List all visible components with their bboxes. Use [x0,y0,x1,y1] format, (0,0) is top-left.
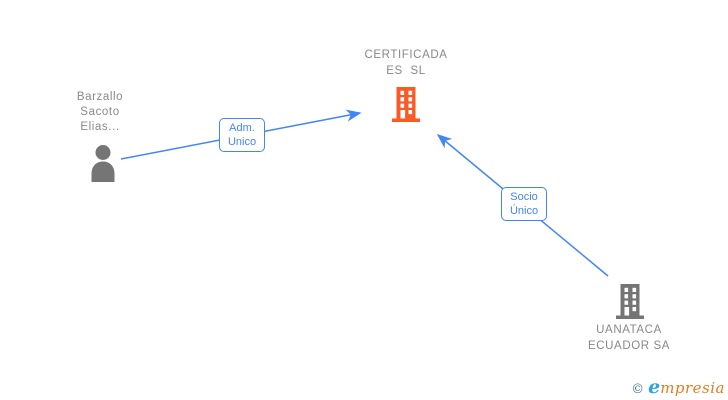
brand-logo[interactable]: © e mpresia [631,376,725,398]
edge-label-socio-unico: Socio Único [501,187,547,221]
person-icon[interactable] [87,144,119,182]
related-company-building-icon[interactable] [613,283,647,320]
edge-label-adm-unico: Adm. Unico [219,118,265,152]
main-company-building-icon[interactable] [389,86,423,123]
brand-name-rest: mpresia [660,379,725,397]
copyright-icon: © [631,382,645,397]
brand-initial: e [648,376,661,398]
main-company-label[interactable]: CERTIFICADA ES SL [364,49,448,77]
related-company-label[interactable]: UANATACA ECUADOR SA [587,324,671,352]
person-node-label[interactable]: Barzallo Sacoto Elias... [76,91,124,133]
